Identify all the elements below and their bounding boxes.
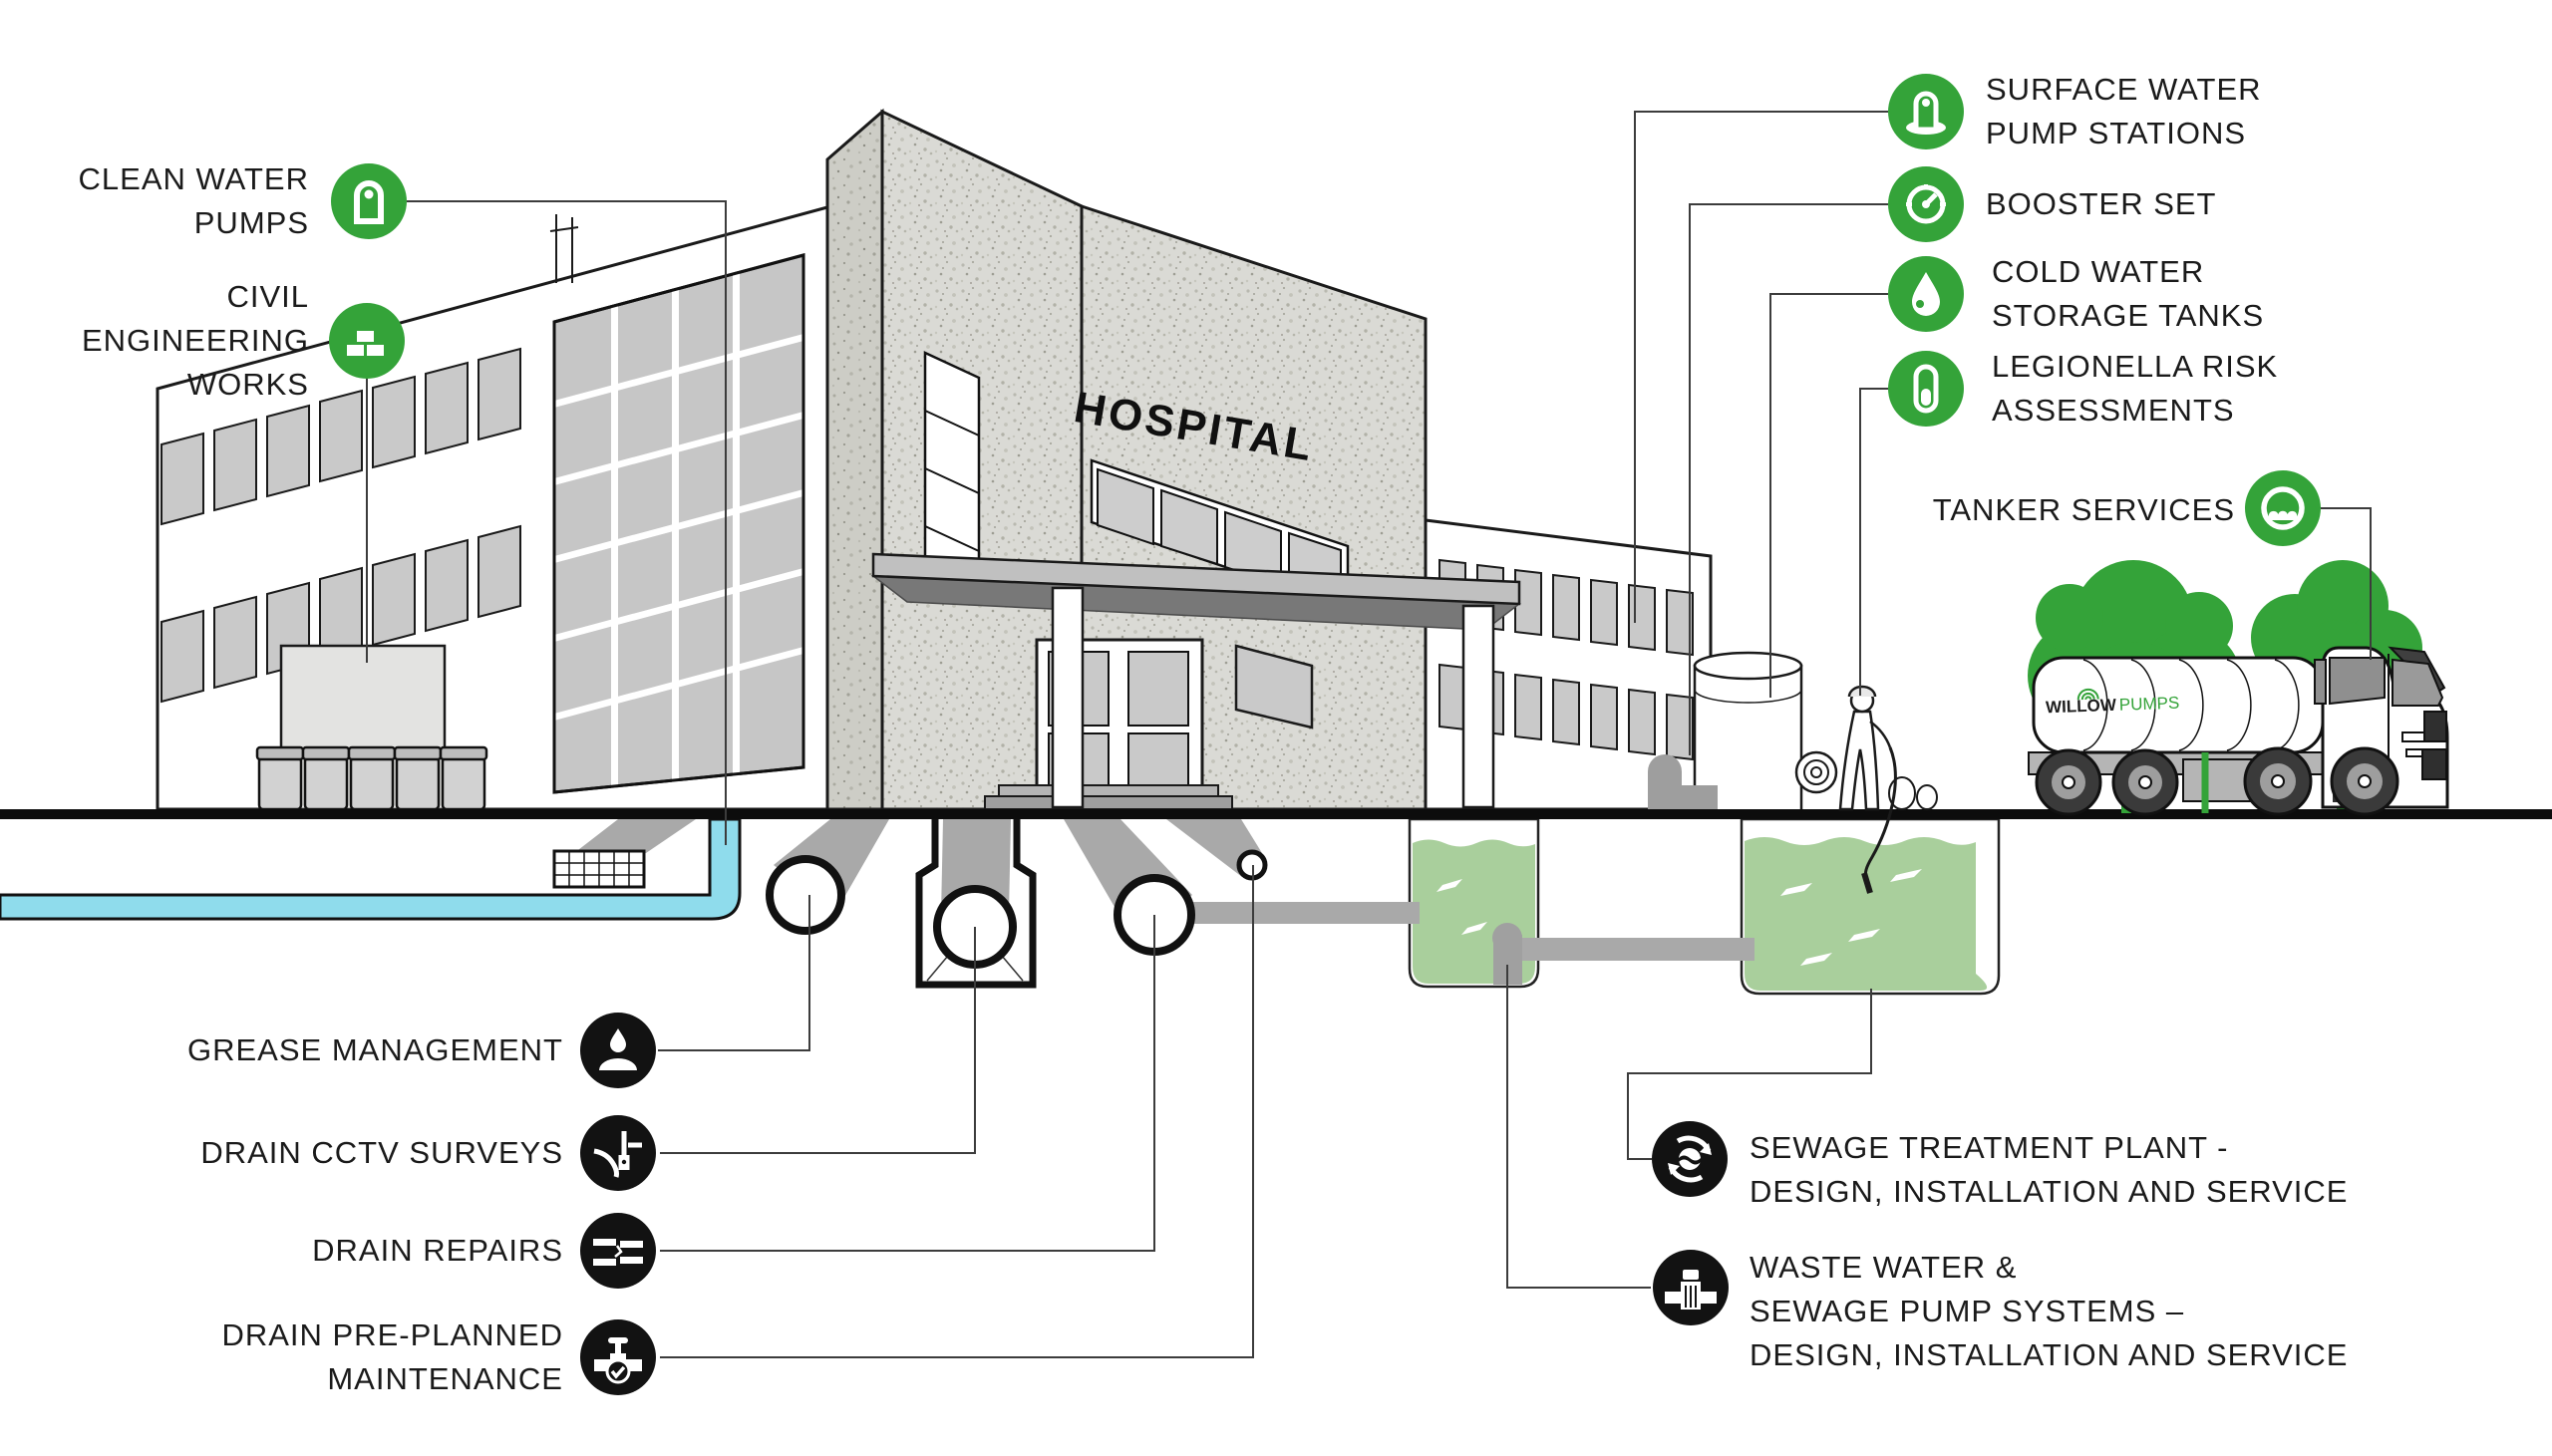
leader-legionella — [1859, 388, 1888, 696]
label-line: DESIGN, INSTALLATION AND SERVICE — [1750, 1337, 2349, 1372]
hose-reel — [1794, 750, 1838, 794]
booster-pump-unit — [1648, 754, 1718, 811]
label-line: PUMPS — [193, 205, 309, 240]
drain-maintenance-icon — [580, 1319, 656, 1395]
label-surface-water: SURFACE WATER PUMP STATIONS — [1986, 68, 2262, 155]
surface-water-pump-icon — [1888, 74, 1964, 149]
cab-side-window — [2329, 657, 2386, 706]
label-grease: GREASE MANAGEMENT — [187, 1028, 563, 1072]
leader-grease — [658, 895, 810, 1051]
label-line: WORKS — [186, 367, 309, 402]
hose-coil — [1888, 776, 1916, 810]
label-cold-water: COLD WATER STORAGE TANKS — [1992, 250, 2264, 338]
canopy-column — [1051, 586, 1085, 809]
leader-maintenance — [660, 865, 1254, 1358]
label-line: CIVIL — [226, 279, 309, 314]
label-line: SEWAGE PUMP SYSTEMS – — [1750, 1294, 2185, 1328]
glass-curtain-wall — [552, 253, 805, 794]
label-line: LEGIONELLA RISK — [1992, 349, 2279, 384]
entrance-side-window — [1234, 644, 1314, 729]
label-line: STORAGE TANKS — [1992, 298, 2265, 333]
cab-windshield — [2392, 658, 2444, 707]
label-line: SURFACE WATER — [1986, 72, 2262, 107]
entrance — [870, 552, 1522, 810]
label-repairs: DRAIN REPAIRS — [312, 1229, 563, 1273]
sewage-treatment-icon — [1652, 1121, 1728, 1197]
label-line: ENGINEERING — [81, 323, 309, 358]
booster-set-icon — [1888, 166, 1964, 242]
label-sewage-plant: SEWAGE TREATMENT PLANT - DESIGN, INSTALL… — [1750, 1126, 2348, 1214]
worker-figure — [1794, 685, 1938, 894]
tank-transfer-pipe — [1507, 938, 1754, 961]
label-line: PUMP STATIONS — [1986, 116, 2247, 150]
truck-wheels — [2035, 746, 2399, 816]
ground-line — [0, 809, 2552, 819]
label-line: DRAIN PRE-PLANNED — [221, 1317, 563, 1352]
label-clean-water-pumps: CLEAN WATER PUMPS — [79, 157, 309, 245]
canopy-column — [1461, 604, 1495, 809]
label-maintenance: DRAIN PRE-PLANNED MAINTENANCE — [221, 1313, 563, 1401]
label-cctv: DRAIN CCTV SURVEYS — [200, 1131, 563, 1175]
willow-logo-swoosh-icon — [2076, 688, 2099, 701]
leader-tanker-services — [2321, 507, 2372, 660]
leader-lines — [366, 111, 2372, 1358]
legionella-assessment-icon — [1888, 351, 1964, 427]
tanker-truck — [2028, 646, 2449, 816]
label-line: DRAIN REPAIRS — [312, 1233, 563, 1268]
left-wing-windows — [160, 347, 521, 704]
label-line: MAINTENANCE — [327, 1361, 563, 1396]
label-booster-set: BOOSTER SET — [1986, 182, 2216, 226]
clean-water-pumps-icon — [331, 163, 407, 239]
label-line: TANKER SERVICES — [1932, 492, 2235, 527]
cold-water-storage-tank — [1693, 651, 1803, 813]
leader-clean-water — [407, 200, 727, 845]
grease-management-icon — [580, 1013, 656, 1088]
leader-sewage-plant — [1627, 989, 1872, 1160]
canopy — [871, 552, 1521, 606]
drain-pipe-section-grease — [766, 855, 845, 935]
leader-cctv — [660, 927, 976, 1154]
label-line: SEWAGE TREATMENT PLANT - — [1750, 1130, 2229, 1165]
waste-water-pump-icon — [1653, 1250, 1729, 1325]
label-line: DRAIN CCTV SURVEYS — [200, 1135, 563, 1170]
cold-water-tanks-icon — [1888, 256, 1964, 332]
label-legionella: LEGIONELLA RISK ASSESSMENTS — [1992, 345, 2278, 433]
label-line: CLEAN WATER — [78, 161, 309, 196]
drain-grate — [552, 819, 696, 889]
pumps-logo-text: PUMPS — [2118, 693, 2180, 715]
label-line: GREASE MANAGEMENT — [187, 1032, 563, 1067]
label-line: COLD WATER — [1992, 254, 2205, 289]
left-wing-building — [156, 205, 829, 811]
label-civil-engineering: CIVIL ENGINEERING WORKS — [82, 275, 309, 407]
leader-cold-water — [1769, 293, 1888, 698]
label-line: ASSESSMENTS — [1992, 393, 2235, 428]
label-line: DESIGN, INSTALLATION AND SERVICE — [1750, 1174, 2349, 1209]
label-line: WASTE WATER & — [1750, 1250, 2018, 1285]
hose-coil — [1916, 784, 1938, 810]
leader-surface-water — [1634, 111, 1888, 623]
drain-cctv-icon — [580, 1115, 656, 1191]
leader-booster-set — [1689, 203, 1888, 755]
drain-pipe-to-tank — [1154, 902, 1420, 924]
label-tanker-services: TANKER SERVICES — [1933, 488, 2235, 532]
label-waste-water: WASTE WATER & SEWAGE PUMP SYSTEMS – DESI… — [1750, 1246, 2348, 1377]
civil-engineering-icon — [329, 303, 405, 379]
leader-repairs — [660, 915, 1155, 1252]
underground-tank-right — [1740, 817, 2001, 996]
roof-vent — [549, 214, 579, 283]
tanker-services-icon — [2245, 470, 2321, 546]
entrance-step — [984, 795, 1233, 810]
label-line: BOOSTER SET — [1986, 186, 2217, 221]
drain-repairs-icon — [580, 1213, 656, 1289]
wheelie-bins — [255, 745, 488, 811]
hose-nozzle — [1861, 872, 1873, 894]
manhole-chamber — [915, 819, 1037, 989]
leader-waste-water — [1506, 965, 1651, 1289]
